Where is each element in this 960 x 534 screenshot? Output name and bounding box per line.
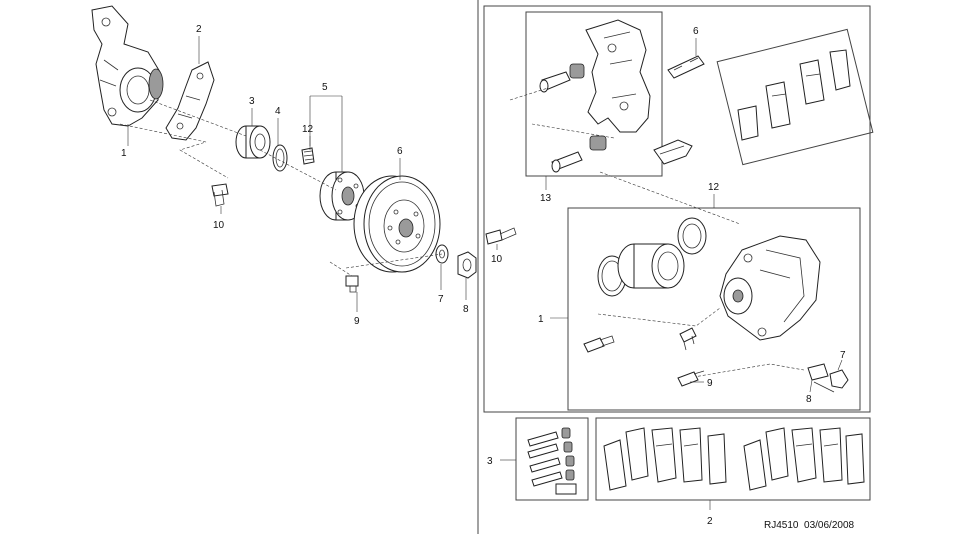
callout-right-2: 2 [707,516,713,527]
caliper-outer-frame [483,5,871,413]
callout-left-2: 2 [196,24,202,35]
caliper-box [567,207,861,411]
callout-right-12: 12 [708,182,720,193]
brake-hose-fitting [807,363,849,393]
guide-pin-lower [551,135,607,173]
callout-right-1: 1 [538,314,544,325]
drawing-reference: RJ4510 03/06/2008 [764,520,855,531]
callout-left-8: 8 [463,304,469,315]
pads-box-bottom [595,417,871,501]
caliper-bolt-upper [583,335,615,353]
callout-left-5: 5 [322,82,328,93]
callout-left-3: 3 [249,96,255,107]
dust-boot [677,217,707,255]
callout-left-10: 10 [213,220,225,231]
callout-right-9: 9 [707,378,713,389]
brake-disc [353,175,441,273]
pads-box-top [716,28,874,166]
callout-left-12: 12 [302,124,314,135]
knuckle-bolt [211,183,229,207]
steering-knuckle [91,5,164,127]
callout-left-9: 9 [354,316,360,327]
caliper-housing [719,235,821,341]
callout-right-8: 8 [806,394,812,405]
caliper-bolt-lower [677,370,705,387]
alignment-lines-right [509,87,805,379]
callout-left-1: 1 [121,148,127,159]
caliper-carrier [585,19,651,133]
callout-right-13: 13 [540,193,552,204]
dust-shield [165,61,215,141]
steering-knuckle-assembly [91,5,477,293]
callout-right-3: 3 [487,456,493,467]
wheel-bearing [235,125,271,159]
pad-spring-clip [667,55,705,79]
leader-lines-left [127,36,467,312]
hub-bolt [301,147,315,165]
caliper-piston [617,243,685,289]
disc-screw [345,275,359,293]
callout-right-7: 7 [840,350,846,361]
callout-right-6: 6 [693,26,699,37]
callout-right-10: 10 [491,254,503,265]
hub-nut [457,251,477,279]
leader-lines-right [496,38,843,510]
guide-pin-upper [539,63,585,93]
callout-left-7: 7 [438,294,444,305]
brake-pads-bottom [603,427,865,491]
carrier-bolt [485,227,517,245]
anti-rattle-clip [653,139,693,165]
snap-ring [272,144,288,172]
hardware-kit-box [515,417,589,501]
bleeder-screw [679,327,697,351]
callout-left-6: 6 [397,146,403,157]
brake-pads-top [737,49,851,141]
hardware-kit [527,427,577,495]
alignment-lines-left [119,99,443,277]
carrier-box [525,11,663,177]
callout-left-4: 4 [275,106,281,117]
